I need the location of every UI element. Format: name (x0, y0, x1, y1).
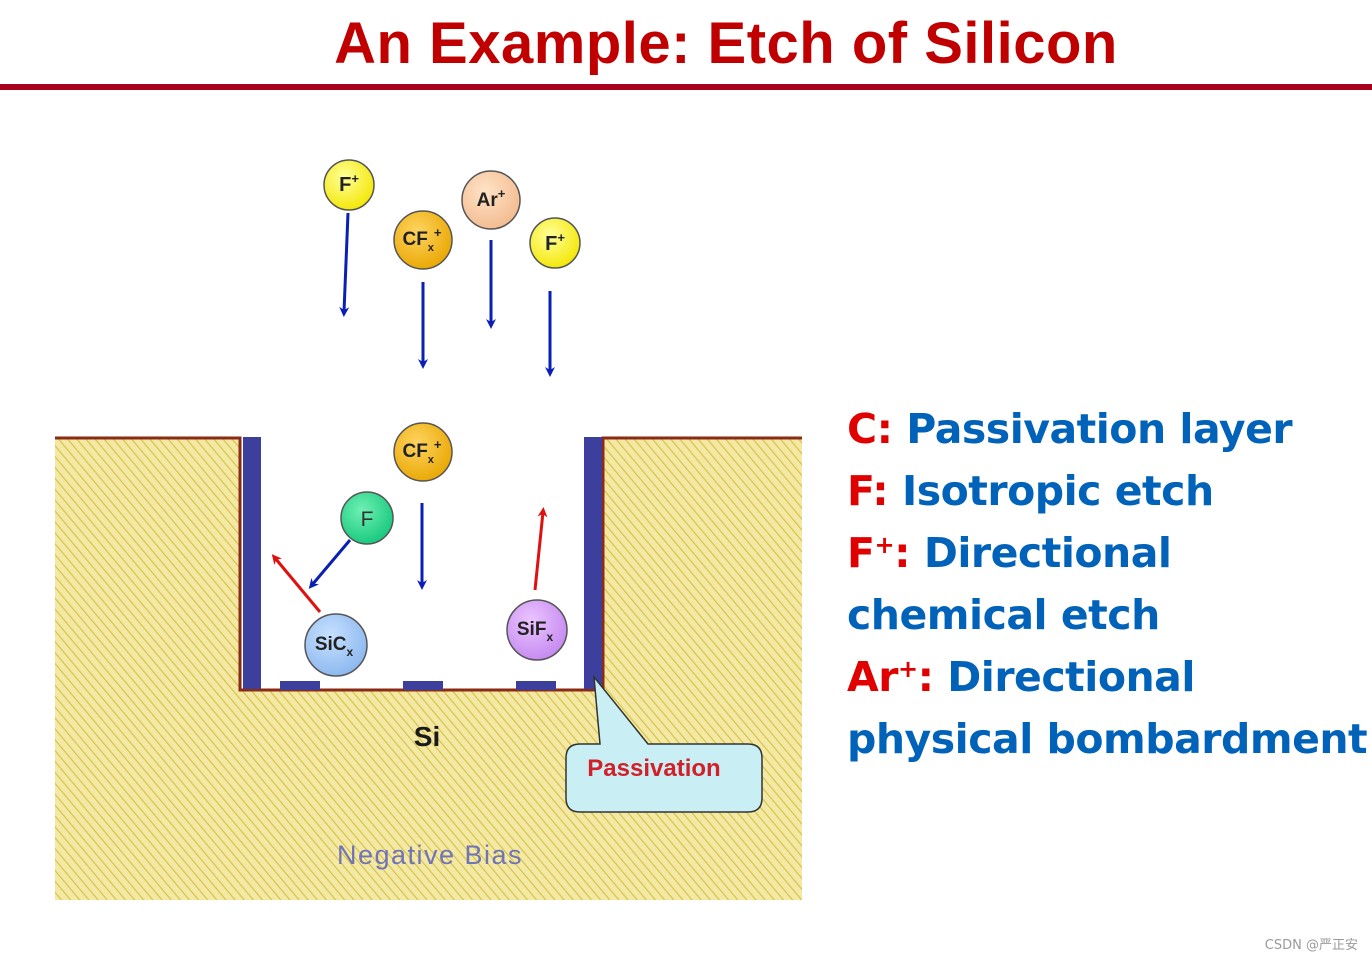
legend-item-f: F: Isotropic etch (847, 467, 1214, 515)
incoming-arrow (339, 212, 350, 317)
outgoing-arrow (533, 507, 548, 591)
svg-text:Passivation: Passivation (587, 755, 720, 782)
svg-text:F+: F+ (339, 171, 359, 196)
f-plus-ion-1: F+ (323, 159, 375, 211)
passivation-callout: Passivation (565, 674, 763, 813)
legend-item-f-plus-cont: chemical etch (847, 591, 1160, 639)
floor-passivation-1 (280, 681, 320, 690)
legend-item-f-plus: F+: Directional (847, 529, 1172, 577)
slide-title: An Example: Etch of Silicon (334, 11, 1118, 76)
f-plus-ion-2: F+ (529, 217, 581, 269)
svg-text:CFx+: CFx+ (402, 225, 441, 254)
legend-item-ar-plus-cont: physical bombardment (847, 715, 1368, 763)
floor-passivation-2 (403, 681, 443, 690)
legend-item-ar-plus: Ar+: Directional (847, 653, 1195, 701)
svg-text:CFx+: CFx+ (402, 437, 441, 466)
cfx-plus-ion-1: CFx+ (393, 210, 453, 270)
silicon-label: Si (414, 721, 440, 752)
svg-text:Ar+: Ar+ (477, 186, 506, 211)
f-radical: F (340, 491, 394, 545)
legend-item-c: C: Passivation layer (847, 405, 1293, 453)
floor-passivation-3 (516, 681, 556, 690)
svg-text:SiCx: SiCx (315, 634, 354, 659)
incoming-arrow (308, 539, 352, 589)
negative-bias-label: Negative Bias (337, 840, 523, 870)
title-underline (0, 84, 1372, 90)
sidewall-passivation-right (584, 437, 602, 689)
svg-text:F: F (361, 508, 374, 531)
outgoing-arrow (271, 554, 322, 613)
sicx-particle: SiCx (304, 613, 368, 677)
sifx-particle: SiFx (506, 599, 568, 661)
legend: C: Passivation layer F: Isotropic etch F… (847, 398, 1368, 770)
silicon-substrate (55, 437, 802, 900)
sidewall-passivation-left (243, 437, 261, 689)
svg-text:F+: F+ (545, 230, 565, 255)
cfx-plus-ion-2: CFx+ (393, 422, 453, 482)
watermark: CSDN @严正安 (1264, 938, 1358, 953)
svg-text:SiFx: SiFx (517, 619, 554, 644)
ar-plus-ion: Ar+ (461, 170, 521, 230)
